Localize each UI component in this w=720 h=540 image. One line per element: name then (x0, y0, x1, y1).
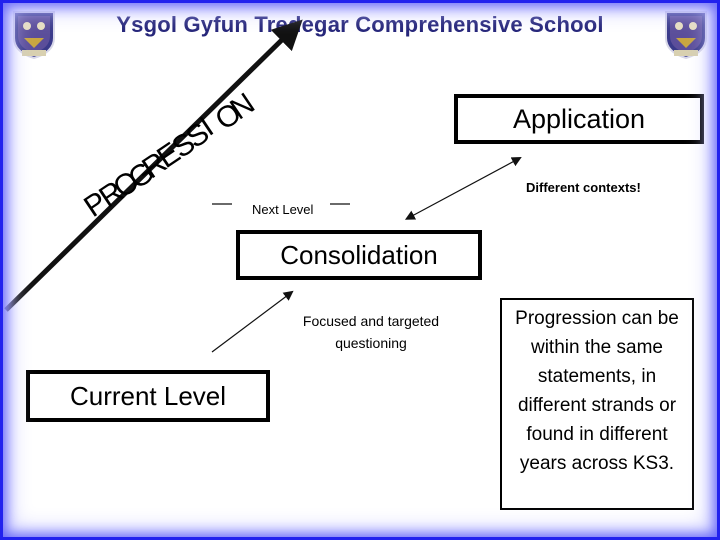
application-box: Application (454, 94, 704, 144)
next-level-label: Next Level (252, 202, 314, 217)
progression-arrow (4, 19, 303, 312)
school-crest-icon (665, 11, 707, 60)
consolidation-box: Consolidation (236, 230, 482, 280)
current-level-box: Current Level (26, 370, 270, 422)
page-title: Ysgol Gyfun Tredegar Comprehensive Schoo… (116, 12, 604, 37)
different-contexts-label: Different contexts! (526, 180, 641, 195)
focused-questioning-label: Focused and targeted questioning (302, 313, 440, 351)
different-contexts-arrow (404, 157, 522, 220)
focused-questioning-arrow (211, 290, 294, 353)
progression-note-box: Progression can be within the same state… (500, 298, 694, 510)
school-crest-icon (13, 11, 55, 60)
